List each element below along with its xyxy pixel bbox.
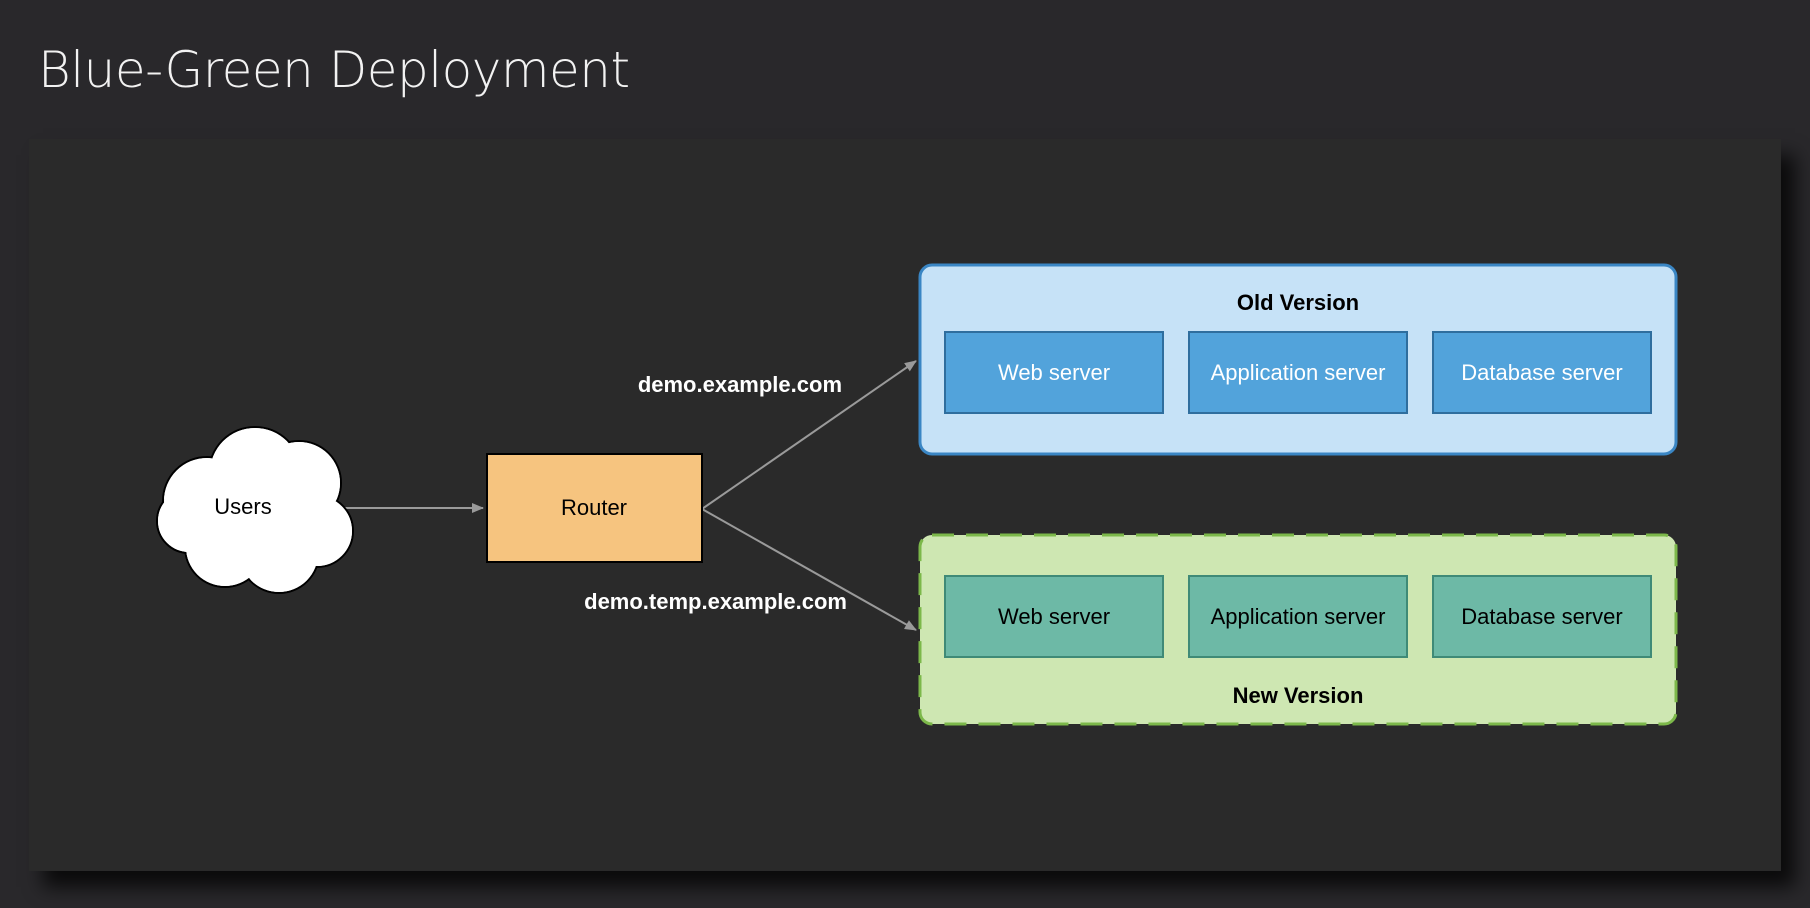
diagram-panel: Users Router demo.example.com demo.temp.… <box>29 139 1781 871</box>
old-database-server <box>1432 331 1652 414</box>
slide-title: Blue-Green Deployment <box>38 41 630 99</box>
new-version-title: New Version <box>1233 683 1364 708</box>
old-application-server <box>1188 331 1408 414</box>
new-web-server <box>944 575 1164 658</box>
new-database-server-label: Database server <box>1461 604 1622 629</box>
route-new-label: demo.temp.example.com <box>584 589 847 614</box>
new-web-server-label: Web server <box>998 604 1110 629</box>
router-to-old-arrow <box>701 360 917 510</box>
router-label: Router <box>561 495 627 520</box>
old-web-server-label: Web server <box>998 360 1110 385</box>
old-version-title: Old Version <box>1237 290 1359 315</box>
router-to-new-arrow <box>701 508 917 631</box>
new-database-server <box>1432 575 1652 658</box>
old-web-server <box>944 331 1164 414</box>
old-database-server-label: Database server <box>1461 360 1622 385</box>
route-old-label: demo.example.com <box>638 372 842 397</box>
new-application-server <box>1188 575 1408 658</box>
old-application-server-label: Application server <box>1211 360 1386 385</box>
users-cloud <box>156 426 354 594</box>
users-label: Users <box>214 494 271 519</box>
deployment-diagram: Users Router demo.example.com demo.temp.… <box>156 263 1678 726</box>
router-box <box>486 453 703 563</box>
new-application-server-label: Application server <box>1211 604 1386 629</box>
